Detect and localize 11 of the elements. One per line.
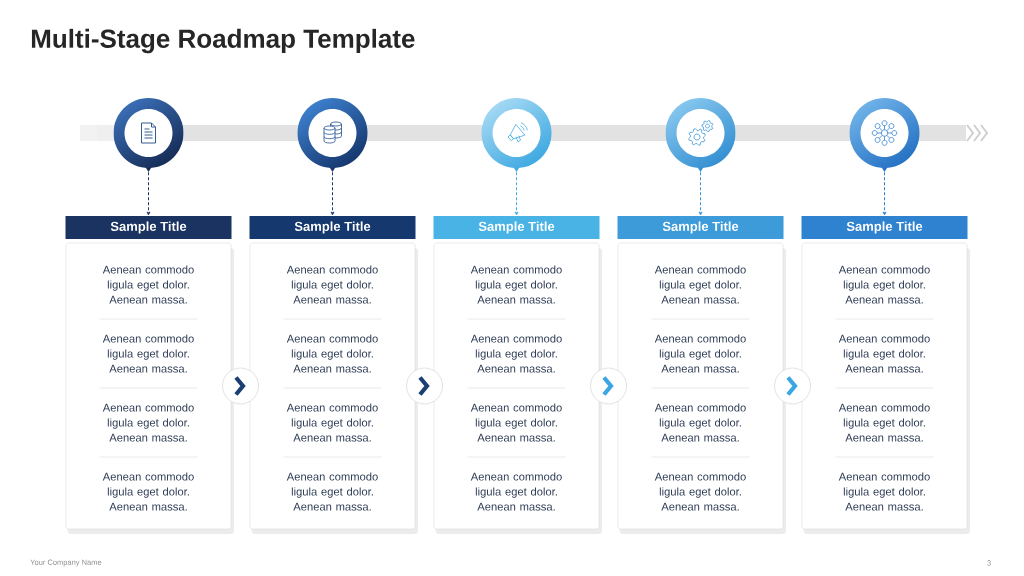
arrow xyxy=(514,171,519,216)
title-bar: Sample Title xyxy=(433,216,600,239)
title-bar: Sample Title xyxy=(801,216,968,239)
title-bar: Sample Title xyxy=(617,216,784,239)
arrow xyxy=(882,171,887,216)
title: Multi-Stage Roadmap Template xyxy=(31,28,415,54)
title-bar: Sample Title xyxy=(65,216,232,239)
arrow xyxy=(698,171,703,216)
arrow xyxy=(146,171,151,216)
arrow xyxy=(330,171,335,216)
title-bar: Sample Title xyxy=(249,216,416,239)
